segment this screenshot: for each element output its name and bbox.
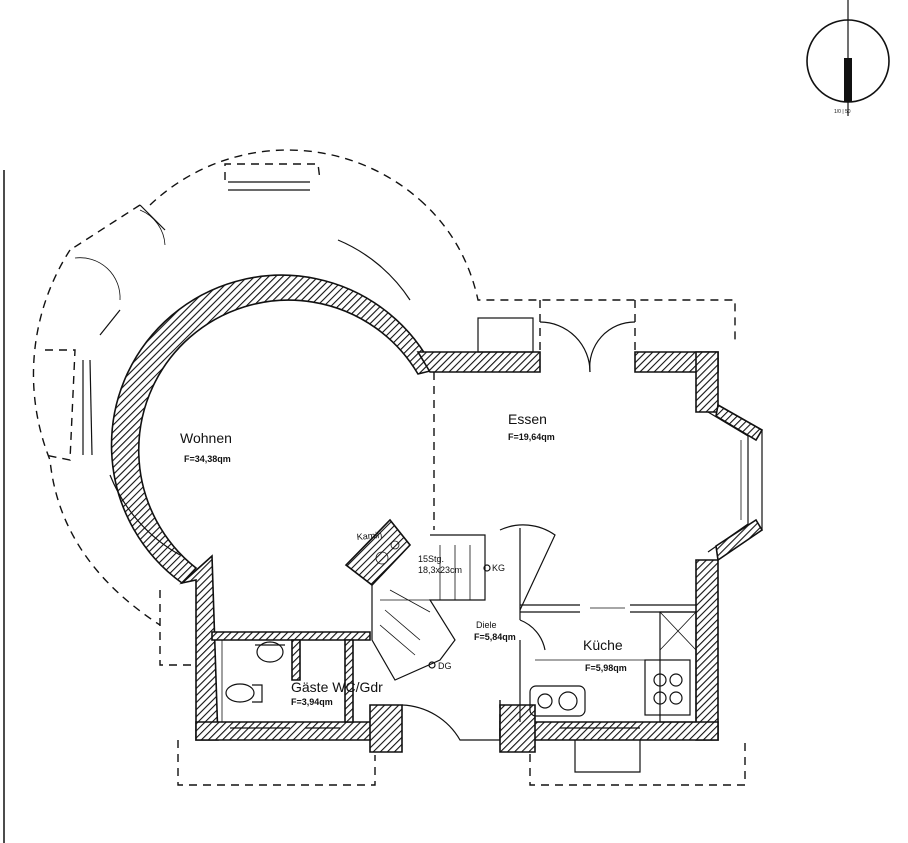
room-labels: Wohnen F=34,38qm Essen F=19,64qm Diele F… bbox=[180, 411, 627, 707]
exterior-walls bbox=[110, 274, 719, 753]
kamin-label: Kamin bbox=[356, 530, 382, 542]
room-area-kueche: F=5,98qm bbox=[585, 663, 627, 673]
bottom-windows bbox=[230, 727, 641, 773]
step-size-label: 18,3x23cm bbox=[418, 565, 462, 575]
kg-label: KG bbox=[492, 563, 505, 573]
north-arrow-scale: 1/0 | 50 bbox=[834, 109, 851, 115]
room-name-wohnen: Wohnen bbox=[180, 430, 232, 446]
room-name-kueche: Küche bbox=[583, 637, 623, 653]
staircase: Kamin 15Stg. 18,3x23cm KG DG bbox=[344, 518, 505, 681]
tower-windows bbox=[74, 181, 411, 556]
bay-window bbox=[707, 403, 764, 562]
terrace-door bbox=[477, 300, 636, 373]
room-name-gaeste: Gäste WC/Gdr bbox=[291, 679, 383, 695]
eave-outline bbox=[32, 149, 746, 786]
dg-label: DG bbox=[438, 661, 452, 671]
kitchen-fittings bbox=[529, 611, 697, 723]
north-arrow: 1/0 | 50 bbox=[806, 0, 890, 116]
steps-label: 15Stg. bbox=[418, 554, 444, 564]
room-name-diele: Diele bbox=[476, 620, 497, 630]
room-area-wohnen: F=34,38qm bbox=[184, 454, 231, 464]
room-area-essen: F=19,64qm bbox=[508, 432, 555, 442]
room-area-diele: F=5,84qm bbox=[474, 632, 516, 642]
wc-fittings bbox=[221, 640, 285, 722]
interior-partitions bbox=[401, 524, 696, 741]
room-name-essen: Essen bbox=[508, 411, 547, 427]
room-area-gaeste: F=3,94qm bbox=[291, 697, 333, 707]
